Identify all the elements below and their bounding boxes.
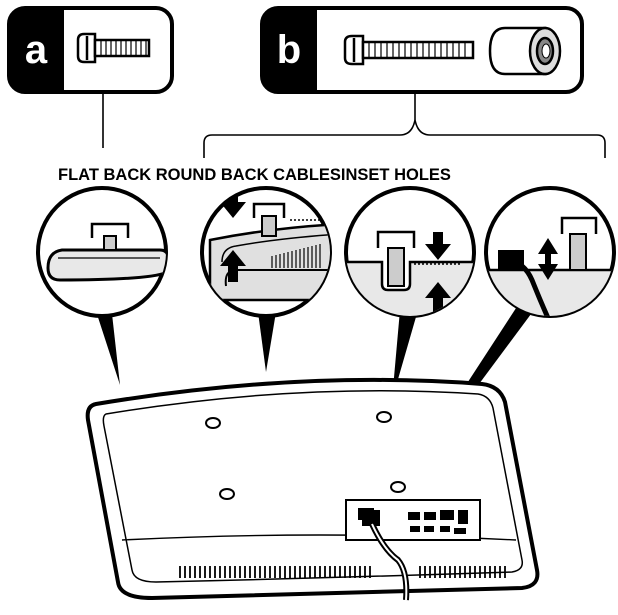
flat-back-detail-icon	[46, 222, 166, 282]
hardware-b-box: b	[260, 6, 584, 94]
hardware-leaders	[102, 92, 606, 158]
power-cable	[362, 510, 410, 601]
callout-inset-holes	[344, 186, 476, 400]
diagram-caption: FLAT BACK ROUND BACK CABLESINSET HOLES	[58, 166, 451, 184]
screw-short-icon	[76, 32, 151, 64]
hardware-b-label: b	[277, 28, 301, 72]
vent-slots	[179, 566, 506, 578]
round-back-detail-icon	[208, 190, 330, 302]
mounting-holes	[205, 411, 406, 500]
hardware-a-label: a	[25, 28, 48, 72]
hardware-a-box: a	[7, 6, 174, 94]
tv-back-panel	[85, 377, 540, 601]
screw-long-icon	[343, 34, 475, 66]
spacer-icon	[488, 26, 562, 76]
callout-flat-back	[36, 186, 168, 385]
callout-round-back	[200, 186, 332, 372]
